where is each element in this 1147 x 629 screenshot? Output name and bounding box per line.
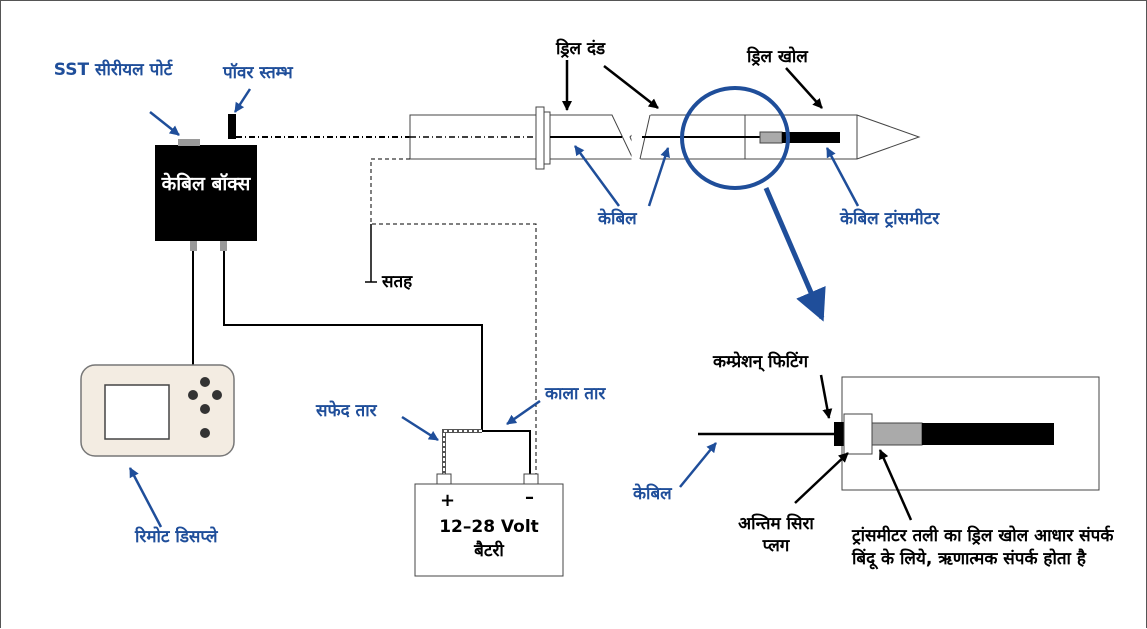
- remote-display-label: रिमोट डिसप्ले: [135, 527, 218, 547]
- zoom-arrow: [763, 187, 826, 322]
- battery-plus-label: +: [440, 490, 456, 511]
- battery-minus-label: –: [525, 487, 534, 508]
- cable-transmitter-label: केबिल ट्रांसमीटर: [840, 209, 940, 229]
- end-plug-label: अन्तिम सिरा प्लग: [738, 514, 814, 556]
- ground-dashed-wire: [370, 158, 537, 476]
- zoom-ellipse: [680, 86, 790, 190]
- power-pillar: [228, 114, 236, 139]
- cable-lower-label: केबिल: [633, 484, 672, 504]
- transmitter-note: ट्रांसमीटर तली का ड्रिल खोल आधार संपर्क …: [852, 526, 1114, 569]
- cable-upper-label: केबिल: [598, 209, 637, 229]
- cable-box-label: केबिल बॉक्स: [161, 173, 251, 195]
- battery: [414, 473, 564, 577]
- cable-box: [155, 139, 257, 251]
- black-wire: [223, 251, 531, 476]
- sst-serial-port-label: SST सीरीयल पोर्ट: [53, 60, 173, 80]
- serial-port-connector: [178, 139, 200, 146]
- compression-fitting-label: कम्प्रेशन् फिटिंग: [713, 352, 809, 372]
- remote-display: [80, 364, 235, 457]
- white-wire: [442, 429, 482, 476]
- drill-housing-label: ड्रिल खोल: [747, 47, 808, 67]
- drill-rod-label: ड्रिल दंड: [556, 39, 606, 59]
- zoom-detail: [698, 376, 1100, 491]
- black-wire-label: काला तार: [545, 384, 606, 404]
- white-wire-label: सफेद तार: [316, 401, 377, 421]
- drill-rod: [409, 106, 634, 170]
- battery-voltage-label: 12–28 Volt: [439, 517, 539, 537]
- power-pillar-label: पॉवर स्तम्भ: [223, 63, 293, 83]
- surface-label: सतह: [382, 272, 413, 292]
- battery-label: बैटरी: [474, 541, 504, 561]
- drill-housing: [629, 114, 921, 160]
